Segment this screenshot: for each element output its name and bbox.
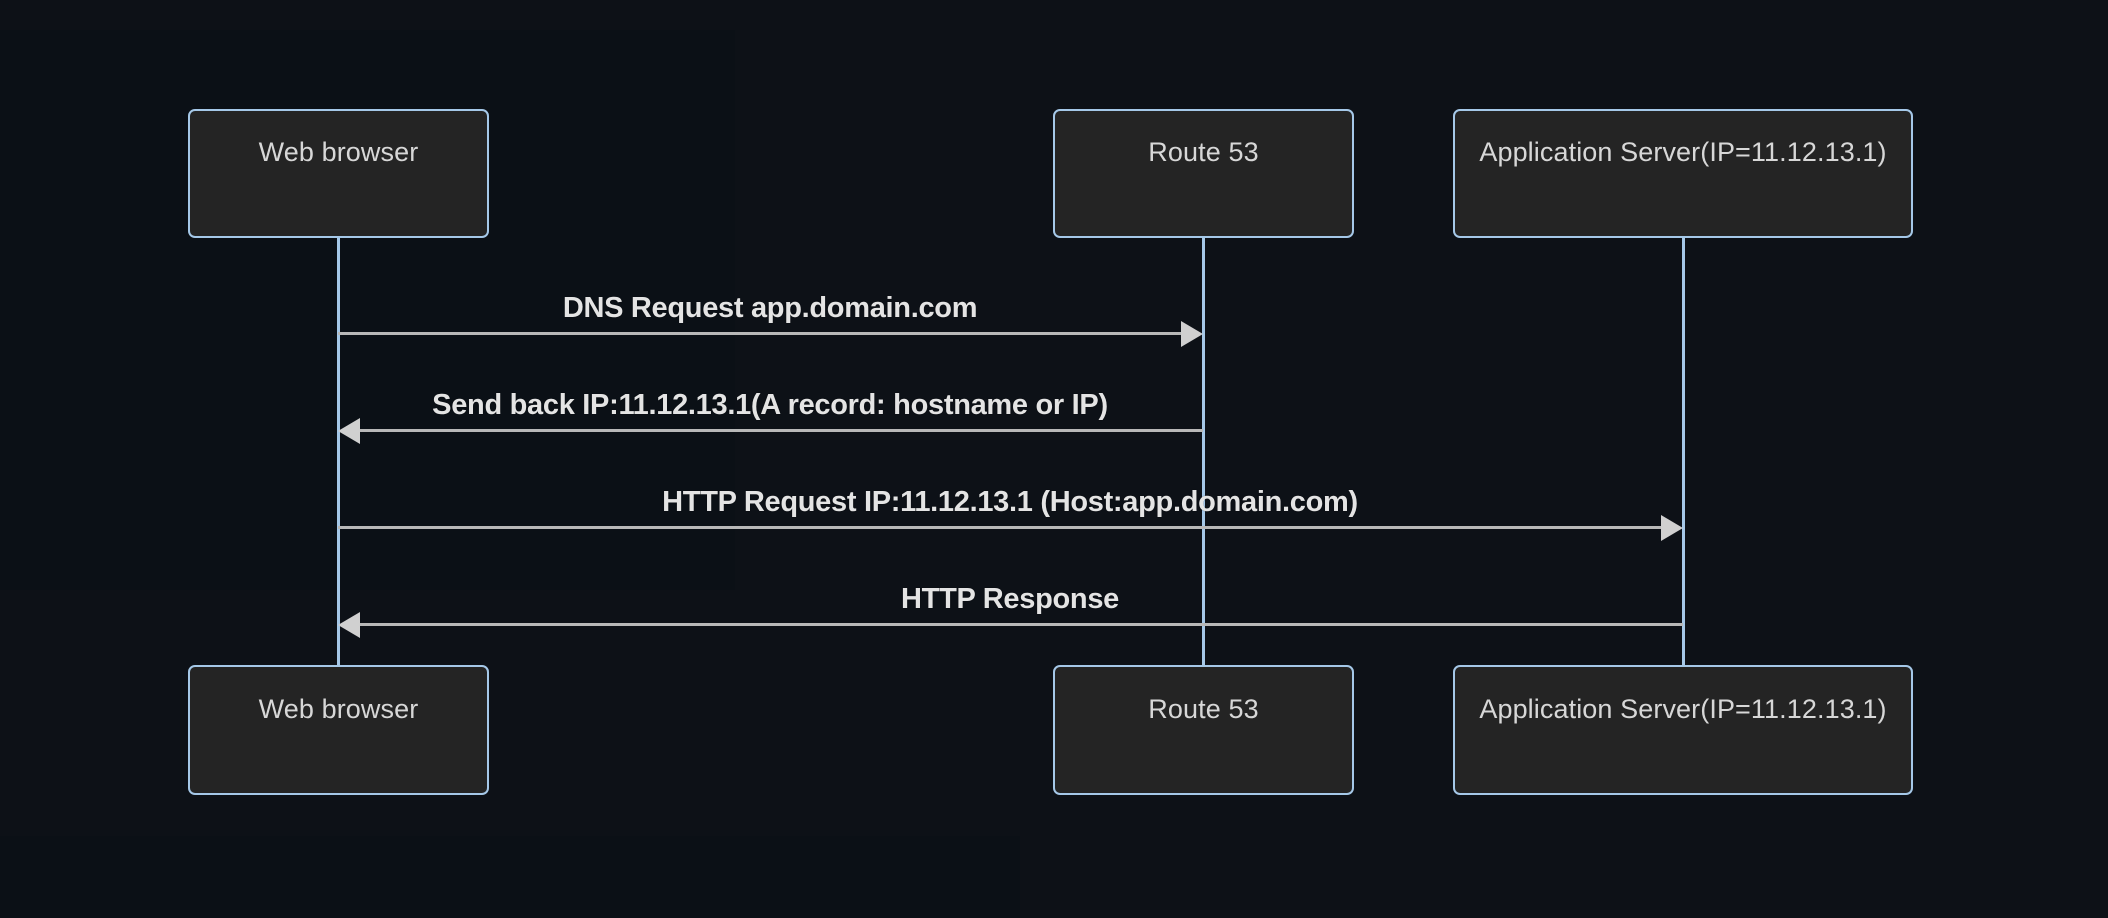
lifeline-appserver bbox=[1682, 236, 1685, 667]
background-band-lower bbox=[0, 836, 1020, 918]
actor-box-browser-top[interactable]: Web browser bbox=[188, 109, 489, 238]
lifeline-route53 bbox=[1202, 236, 1205, 667]
actor-box-browser-bottom[interactable]: Web browser bbox=[188, 665, 489, 795]
message-line-1 bbox=[338, 332, 1181, 335]
arrow-head-left-2 bbox=[338, 418, 360, 444]
message-line-2 bbox=[360, 429, 1203, 432]
actor-label-browser-top: Web browser bbox=[258, 137, 419, 167]
message-label-2: Send back IP:11.12.13.1(A record: hostna… bbox=[432, 389, 1108, 421]
actor-box-appserver-top[interactable]: Application Server(IP=11.12.13.1) bbox=[1453, 109, 1913, 238]
arrow-head-left-4 bbox=[338, 612, 360, 638]
arrow-head-right-1 bbox=[1181, 321, 1203, 347]
actor-label-appserver-bottom: Application Server(IP=11.12.13.1) bbox=[1479, 693, 1887, 724]
message-label-1: DNS Request app.domain.com bbox=[562, 292, 978, 324]
message-label-3: HTTP Request IP:11.12.13.1 (Host:app.dom… bbox=[662, 486, 1358, 518]
message-label-4: HTTP Response bbox=[901, 583, 1119, 615]
actor-box-route53-bottom[interactable]: Route 53 bbox=[1053, 665, 1354, 795]
actor-box-route53-top[interactable]: Route 53 bbox=[1053, 109, 1354, 238]
actor-label-route53-top: Route 53 bbox=[1148, 137, 1259, 167]
message-line-4 bbox=[360, 623, 1683, 626]
arrow-head-right-3 bbox=[1661, 515, 1683, 541]
actor-box-appserver-bottom[interactable]: Application Server(IP=11.12.13.1) bbox=[1453, 665, 1913, 795]
lifeline-browser bbox=[337, 236, 340, 667]
actor-label-browser-bottom: Web browser bbox=[258, 693, 419, 724]
actor-label-appserver-top: Application Server(IP=11.12.13.1) bbox=[1479, 137, 1887, 167]
message-line-3 bbox=[338, 526, 1661, 529]
actor-label-route53-bottom: Route 53 bbox=[1148, 693, 1259, 724]
